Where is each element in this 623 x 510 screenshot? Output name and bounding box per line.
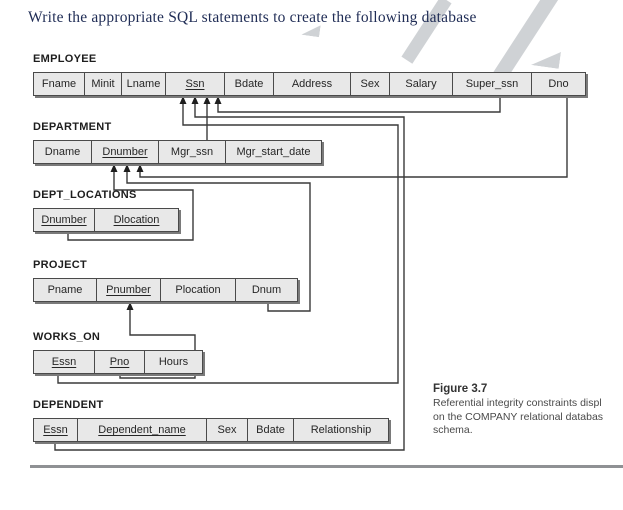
column-cell-dname: Dname [33, 140, 92, 164]
table-label-department: DEPARTMENT [33, 121, 112, 133]
column-cell-essn: Essn [33, 350, 95, 374]
arrowhead-up-icon [136, 164, 144, 172]
figure-caption-line: Referential integrity constraints displ [433, 397, 602, 409]
column-cell-minit: Minit [84, 72, 122, 96]
arrowhead-up-icon [179, 96, 187, 104]
column-cell-dnumber: Dnumber [33, 208, 95, 232]
column-cell-sex: Sex [350, 72, 390, 96]
column-cell-lname: Lname [121, 72, 166, 96]
table-label-project: PROJECT [33, 259, 88, 271]
page-title: Write the appropriate SQL statements to … [28, 9, 477, 26]
column-cell-pname: Pname [33, 278, 97, 302]
fk-connector-dept_locations-dnumber [67, 164, 194, 241]
column-cell-dlocation: Dlocation [94, 208, 179, 232]
figure-caption: Figure 3.7 Referential integrity constra… [433, 383, 623, 438]
arrowhead-up-icon [214, 96, 222, 104]
arrowhead-up-icon [191, 96, 199, 104]
arrowhead-up-icon [126, 302, 134, 310]
table-label-dept_locations: DEPT_LOCATIONS [33, 189, 137, 201]
table-label-dependent: DEPENDENT [33, 399, 104, 411]
bottom-rule [30, 465, 623, 468]
fk-connector-works_on-essn [57, 96, 399, 384]
fk-connector-employee-super_ssn [217, 96, 501, 113]
fk-connector-project-dnum [126, 164, 311, 312]
column-cell-super_ssn: Super_ssn [452, 72, 532, 96]
column-cell-address: Address [273, 72, 351, 96]
figure-caption-line: schema. [433, 424, 473, 436]
column-cell-hours: Hours [144, 350, 203, 374]
column-cell-salary: Salary [389, 72, 453, 96]
column-cell-fname: Fname [33, 72, 85, 96]
column-cell-ssn: Ssn [165, 72, 225, 96]
column-cell-mgr_start_date: Mgr_start_date [225, 140, 322, 164]
fk-connector-dependent-essn [54, 96, 405, 451]
column-cell-pnumber: Pnumber [96, 278, 161, 302]
column-cell-bdate: Bdate [224, 72, 274, 96]
column-cell-mgr_ssn: Mgr_ssn [158, 140, 226, 164]
fk-connector-employee-dno [139, 97, 568, 178]
column-cell-pno: Pno [94, 350, 145, 374]
arrowhead-up-icon [203, 96, 211, 104]
column-cell-dnumber: Dnumber [91, 140, 159, 164]
column-cell-bdate: Bdate [247, 418, 294, 442]
table-label-works_on: WORKS_ON [33, 331, 101, 343]
column-cell-essn: Essn [33, 418, 78, 442]
column-cell-plocation: Plocation [160, 278, 236, 302]
arrowhead-up-icon [123, 164, 131, 172]
column-cell-dependent_name: Dependent_name [77, 418, 207, 442]
column-cell-dnum: Dnum [235, 278, 298, 302]
column-cell-relationship: Relationship [293, 418, 389, 442]
figure-caption-line: on the COMPANY relational databas [433, 410, 604, 423]
table-label-employee: EMPLOYEE [33, 53, 97, 65]
column-cell-sex: Sex [206, 418, 248, 442]
figure-caption-title: Figure 3.7 [433, 383, 488, 395]
column-cell-dno: Dno [531, 72, 586, 96]
arrowhead-up-icon [110, 164, 118, 172]
